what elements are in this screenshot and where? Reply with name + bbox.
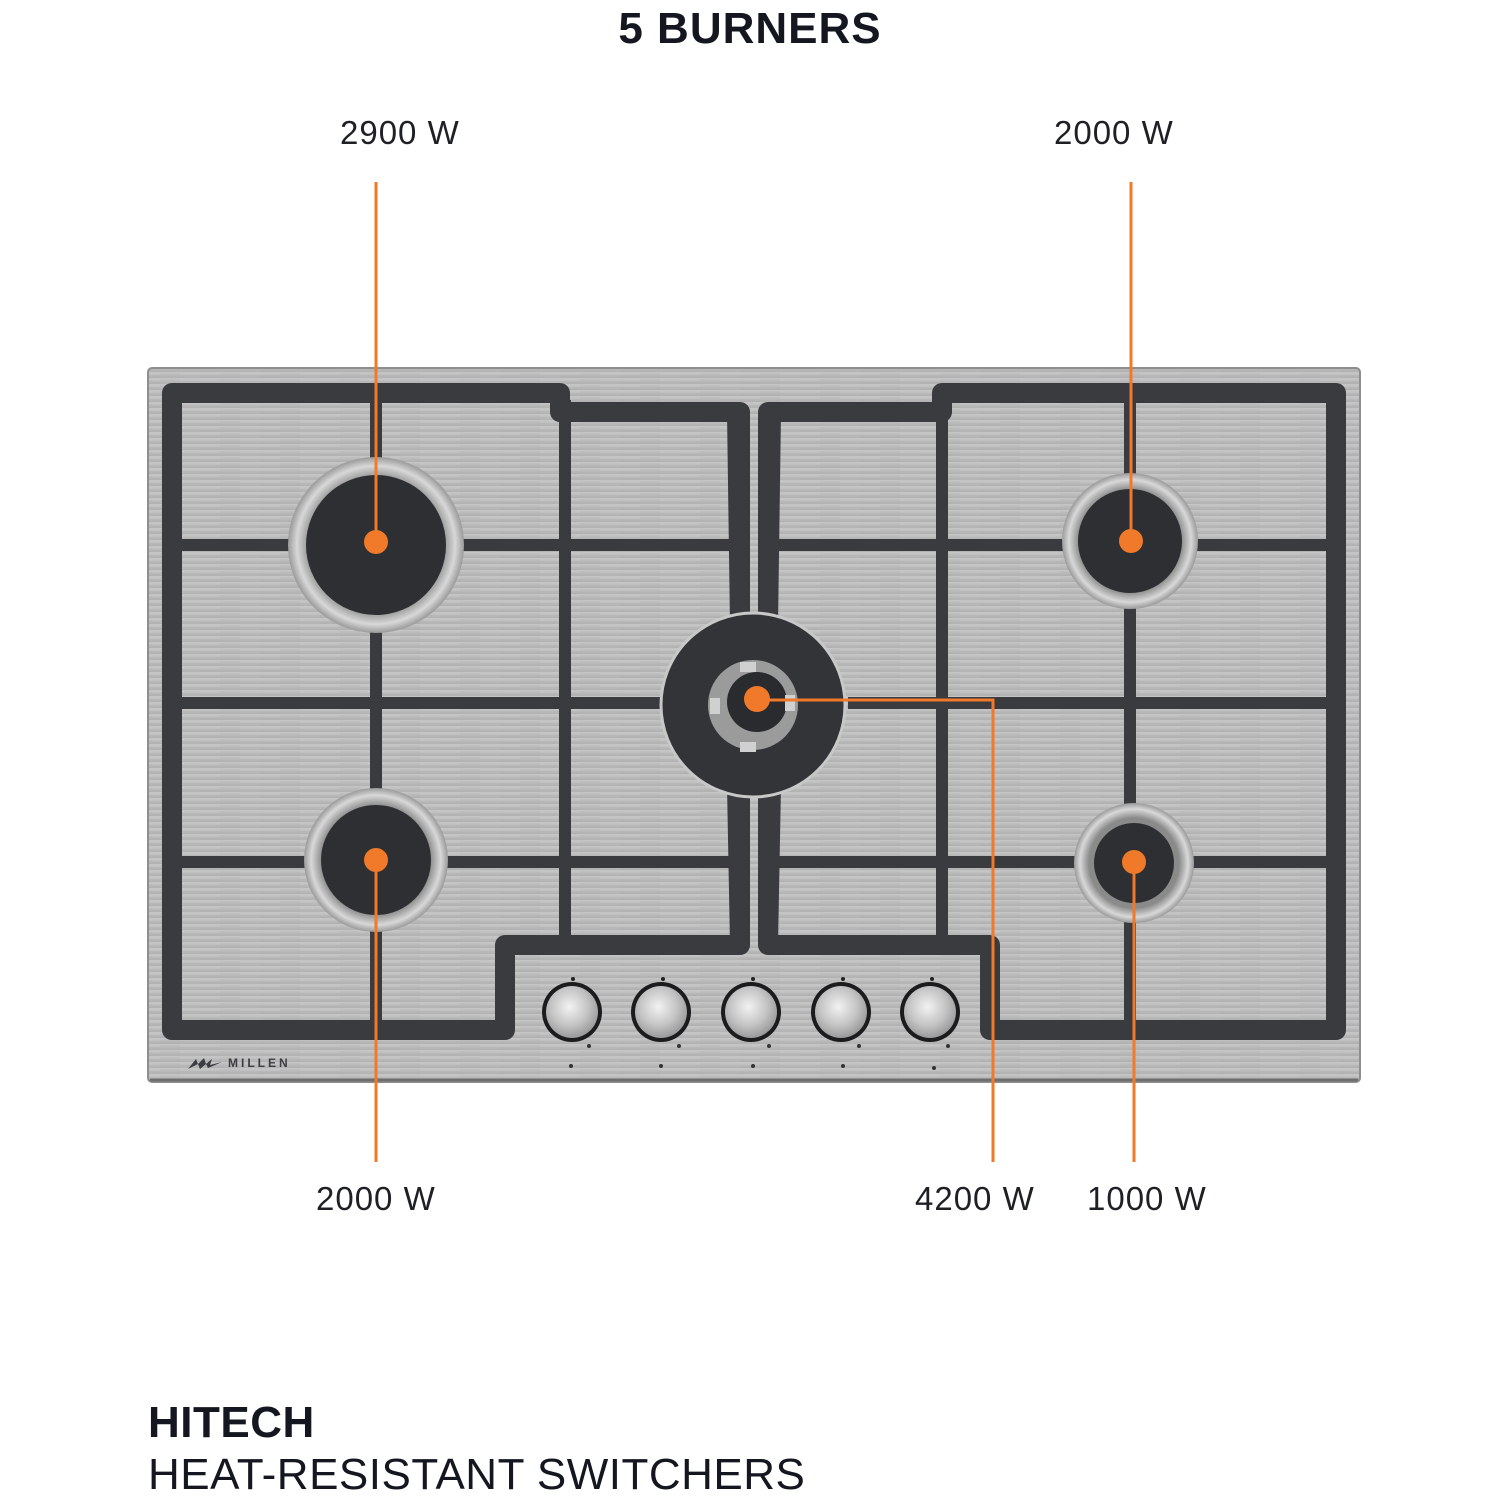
callout-lines: [374, 182, 1136, 1162]
knob-3[interactable]: [721, 977, 781, 1068]
control-knobs: [542, 977, 960, 1070]
brand-name: MILLEN: [228, 1056, 291, 1070]
feature-title: HITECH: [148, 1398, 315, 1447]
feature-subtitle: HEAT-RESISTANT SWITCHERS: [148, 1450, 806, 1499]
burner-power-label-front-right: 1000 W: [1087, 1180, 1207, 1217]
callout-dots: [364, 529, 1146, 874]
burner-power-label-center-wok: 4200 W: [915, 1180, 1035, 1217]
knob-1[interactable]: [542, 977, 602, 1068]
knob-4[interactable]: [811, 977, 871, 1068]
brand-mark-icon: [188, 1058, 222, 1069]
burner-power-label-front-left: 2000 W: [316, 1180, 436, 1217]
pan-support-grates: [162, 383, 1346, 1040]
knob-2[interactable]: [631, 977, 691, 1068]
knob-5[interactable]: [900, 977, 960, 1070]
brand-logo: MILLEN: [188, 1056, 291, 1070]
grate-bars: [165, 400, 1345, 1030]
burner-power-label-rear-left: 2900 W: [340, 114, 460, 151]
page-title: 5 BURNERS: [618, 4, 882, 53]
burner-power-label-rear-right: 2000 W: [1054, 114, 1174, 151]
